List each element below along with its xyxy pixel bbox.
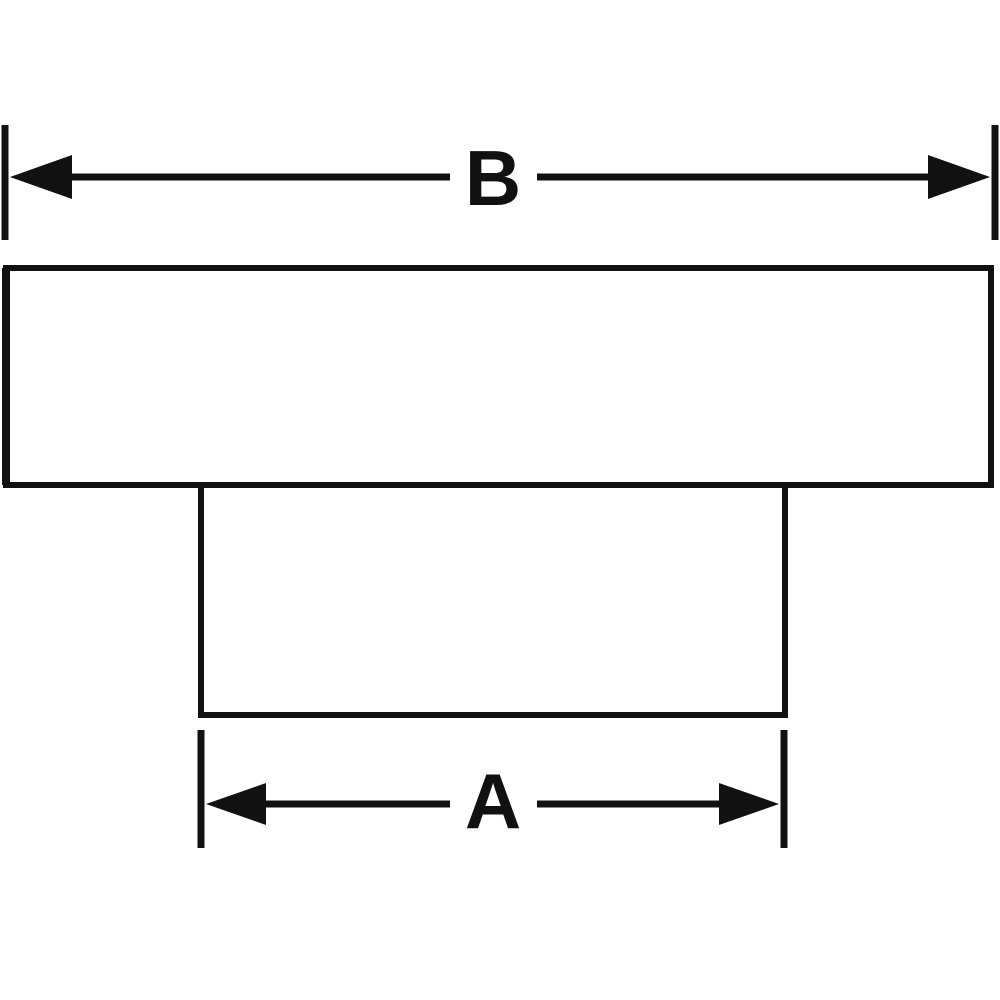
dimension-a-label: A [465,757,521,845]
dimension-a: A [197,730,788,848]
part-flange [3,265,994,488]
part-body [198,485,788,718]
dimension-b-label: B [465,134,521,222]
dimension-a-arrow-right [719,783,779,825]
dimension-b-arrow-left [10,155,72,199]
dimension-b: B [1,125,999,240]
dimension-a-arrow-left [206,783,266,825]
dimension-b-arrow-right [928,155,990,199]
